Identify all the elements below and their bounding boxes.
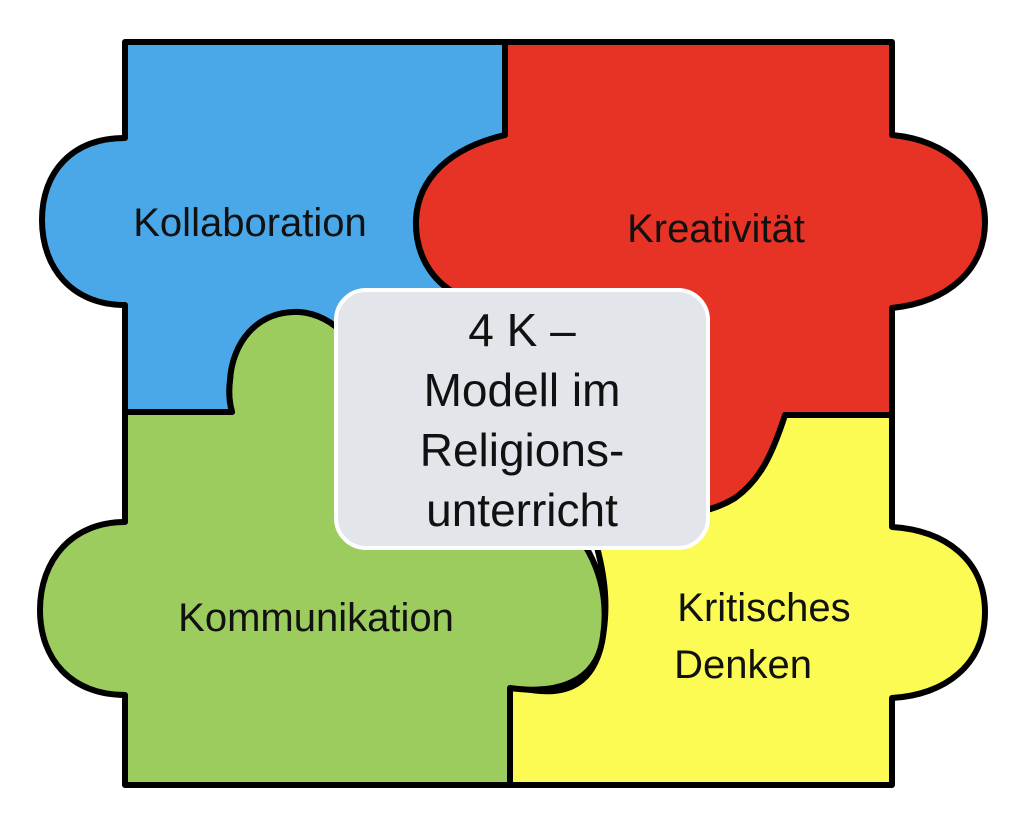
center-title-line-3: Religions-: [420, 424, 625, 476]
label-kommunikation: Kommunikation: [178, 596, 454, 640]
label-kritisches-denken-line-1: Kritisches: [677, 586, 850, 630]
label-kollaboration: Kollaboration: [133, 201, 367, 245]
center-box: [334, 288, 710, 550]
label-kritisches-denken-line-2: Denken: [674, 643, 812, 687]
center-title-line-1: 4 K –: [468, 304, 576, 356]
label-kreativitaet: Kreativität: [627, 207, 805, 251]
center-title-line-4: unterricht: [426, 484, 618, 536]
center-title-line-2: Modell im: [424, 364, 621, 416]
